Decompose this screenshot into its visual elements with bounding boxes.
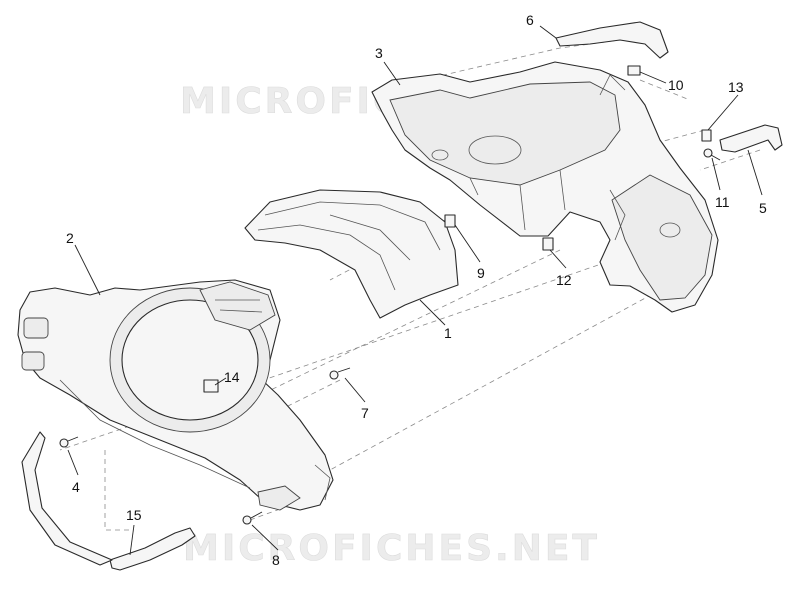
part-1-middle-cover [244, 189, 459, 319]
screw-8 [242, 511, 263, 525]
part-6-trim [555, 21, 669, 59]
part-2-front-cover [17, 279, 334, 511]
clip-14 [203, 379, 219, 393]
callout-1: 1 [444, 325, 452, 341]
callout-13: 13 [728, 79, 744, 95]
fasteners [59, 65, 721, 525]
watermark-bottom: MICROFICHES.NET [183, 528, 600, 569]
clip-9 [444, 214, 456, 228]
leader-lines [67, 25, 763, 556]
callout-3: 3 [375, 45, 383, 61]
callout-12: 12 [556, 272, 572, 288]
callout-4: 4 [72, 479, 80, 495]
callout-8: 8 [272, 552, 280, 568]
clip-13 [701, 129, 712, 142]
clip-12 [542, 237, 554, 251]
callout-7: 7 [361, 405, 369, 421]
clip-10 [627, 65, 641, 76]
screw-7 [329, 367, 351, 380]
callout-15: 15 [126, 507, 142, 523]
callout-9: 9 [477, 265, 485, 281]
callout-6: 6 [526, 12, 534, 28]
callout-14: 14 [224, 369, 240, 385]
callout-2: 2 [66, 230, 74, 246]
callout-labels: 1 2 3 4 5 6 7 8 9 10 11 12 13 14 15 [66, 12, 767, 568]
part-3-upper-cover [371, 61, 719, 313]
callout-10: 10 [668, 77, 684, 93]
part-15-trim [109, 527, 196, 571]
callout-5: 5 [759, 200, 767, 216]
screw-11 [703, 148, 721, 161]
screw-4 [59, 436, 79, 448]
part-5-trim [719, 124, 783, 153]
part-4-curved-trim [21, 431, 113, 566]
callout-11: 11 [715, 194, 730, 210]
